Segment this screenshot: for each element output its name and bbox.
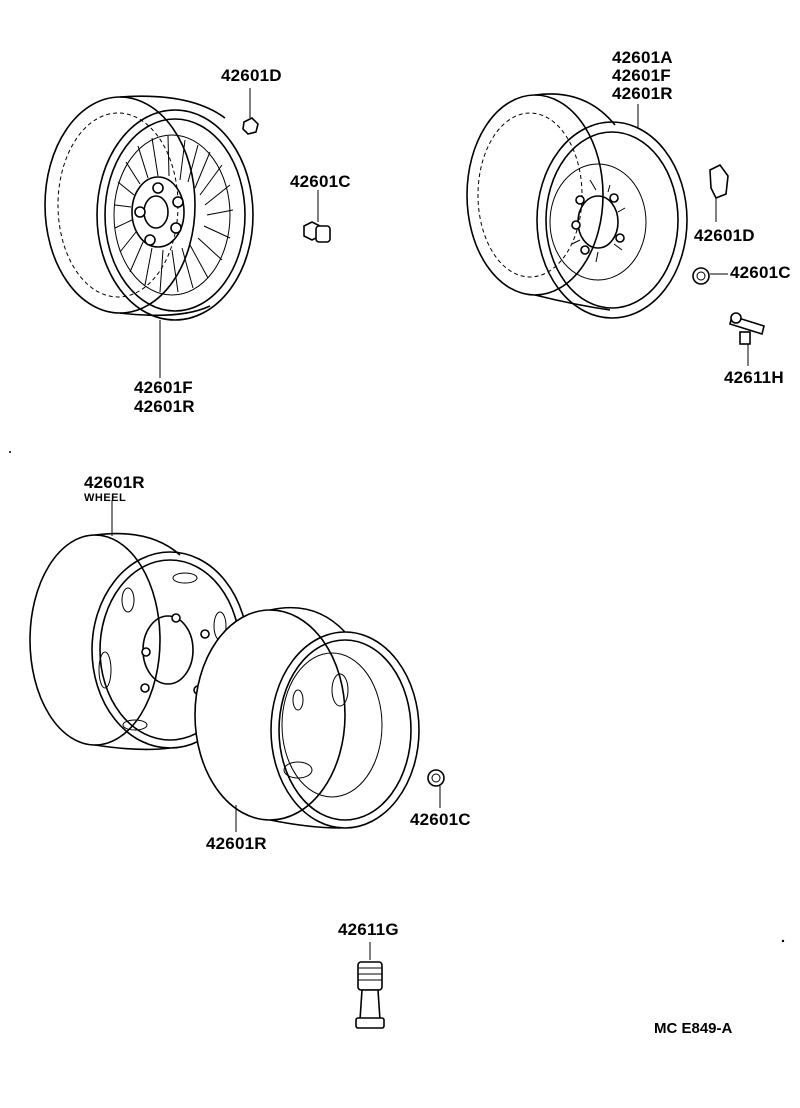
label-dual-outer: 42601R [84,473,145,492]
cap-small [242,88,259,135]
alloy-wheel [44,95,254,378]
label-top-left-wheel-1: 42601F [134,378,193,397]
diagram-code: MC E849-A [654,1020,733,1037]
hub-nut-right [692,267,728,285]
label-top-left-cap: 42601D [221,66,282,85]
label-top-right-nut: 42601C [730,263,791,282]
label-dual-outer-caption: WHEEL [84,492,127,504]
label-top-right-cap: 42601D [694,226,755,245]
valve-h [729,312,765,366]
label-top-right-wheel-3: 42601R [612,84,673,103]
label-top-left-nut: 42601C [290,172,351,191]
steel-wheel [466,93,688,319]
label-top-right-valve: 42611H [724,368,784,387]
label-dual-inner: 42601R [206,834,267,853]
label-top-right-wheel-1: 42601A [612,48,673,67]
valve-stem-part [355,942,385,1029]
dual-nut-part [427,769,445,808]
label-valve-stem: 42611G [338,920,399,939]
hub-nut [303,190,331,243]
label-dual-nut: 42601C [410,810,471,829]
cap-clip [709,163,729,222]
dual-wheel-inner [194,606,420,832]
label-top-left-wheel-2: 42601R [134,397,195,416]
label-top-right-wheel-2: 42601F [612,66,671,85]
